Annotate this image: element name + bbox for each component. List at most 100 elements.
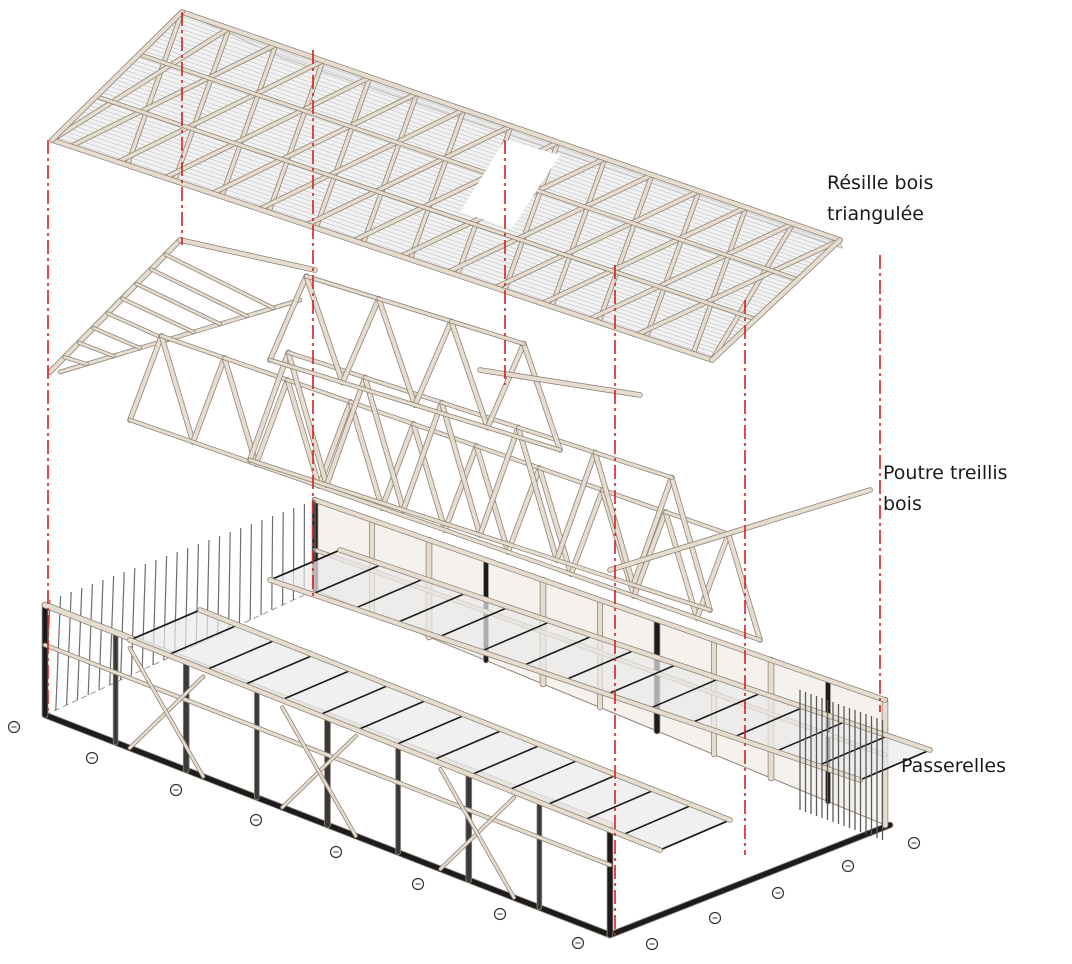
truss-row-front-web-up-face <box>128 334 164 422</box>
truss-row-back-top-chord-face <box>449 319 526 346</box>
roof-diagonal-a-face <box>361 91 419 246</box>
truss-row-front-web-up-face <box>443 444 479 532</box>
truss-row-back-web-up-face <box>268 274 309 362</box>
walkway-deck-front-joist <box>394 714 466 746</box>
roof-hatch <box>110 82 770 307</box>
roof-eave-beam-face <box>50 138 714 362</box>
truss-header-beam-face <box>478 368 642 397</box>
walkway-deck-front-joist <box>621 804 693 836</box>
walkway-deck-front-joist <box>318 684 390 716</box>
walkway-deck-back-joist <box>396 592 467 624</box>
left-wall-slat <box>87 583 93 696</box>
truss-row-middle-web-up-face <box>478 425 521 537</box>
front-brace-x-0-face <box>128 646 205 778</box>
roof-diagonal-b-face <box>257 107 466 211</box>
roof-diagonal-a-face <box>172 26 231 183</box>
roof-diagonal-b-face <box>210 91 419 196</box>
truss-row-front-web-down-face <box>537 466 573 576</box>
roof-hatch <box>142 50 802 277</box>
roof-hatch <box>81 110 741 334</box>
roof-skylight-opening <box>460 140 560 228</box>
gable-truss-web-face <box>135 282 222 326</box>
roof-diagonal-a-face <box>219 42 278 199</box>
truss-row-front-web-up-face <box>191 356 227 444</box>
walkway-deck-back-joist <box>691 692 762 724</box>
roof-diagonal-b-face <box>540 205 748 306</box>
roof-timber-lattice <box>49 9 843 363</box>
left-wall-slat <box>271 515 274 611</box>
walkway-deck-back-edge-beam-back-face <box>338 548 932 752</box>
gable-truss-web-face <box>92 326 142 350</box>
walkway-deck-front-joist <box>546 774 617 806</box>
truss-row-front-top-chord-face <box>349 400 415 426</box>
truss-row-middle-top-chord-face <box>593 451 674 479</box>
walkway-deck-back-joist <box>648 677 720 710</box>
walkway-deck-front-joist <box>508 759 579 791</box>
left-wall-slat <box>55 595 62 711</box>
gable-truss-web-face <box>77 341 115 358</box>
roof-hatch <box>94 98 754 322</box>
gable-truss-web-face <box>63 356 88 366</box>
roof-diagonal-a-face <box>314 75 372 230</box>
walkway-deck-back-joist <box>269 549 341 581</box>
truss-row-front-web-up-face <box>695 532 731 620</box>
label-truss-line2: bois <box>883 493 922 515</box>
truss-row-middle-web-down-face <box>286 350 329 487</box>
red-alignment-axes <box>47 12 881 935</box>
left-wall-slat <box>98 579 104 691</box>
roof-diagonal-a-face <box>125 10 184 167</box>
roof-hatch <box>165 27 825 256</box>
roof-diagonal-a-face <box>710 221 795 362</box>
walkway-deck-back-joist <box>564 649 636 681</box>
roof-diagonal-b-face <box>50 26 231 142</box>
walkway-deck-front-joist <box>432 729 504 761</box>
truss-row-back-bottom-chord-face <box>268 358 562 452</box>
roof-hatch <box>162 30 821 259</box>
roof-hatch <box>87 104 748 328</box>
roof-diagonal-b-face <box>163 75 372 180</box>
truss-row-back-web-up-face <box>340 296 381 385</box>
left-wall-slat <box>249 523 252 621</box>
truss-row-front-top-chord-face <box>412 422 478 448</box>
roof-diagonal-b-face <box>493 189 701 290</box>
roof-hatch <box>84 107 745 331</box>
truss-row-back-web-up-face <box>413 319 454 407</box>
roof-diagonal-b-face <box>634 238 842 337</box>
truss-row-front-bottom-chord-face <box>128 418 762 642</box>
roof-hatch <box>90 101 751 325</box>
truss-row-back-top-chord-face <box>304 274 381 301</box>
gable-truss-web-face <box>149 268 248 318</box>
walkway-deck-back-joist <box>353 577 425 610</box>
truss-row-front-top-chord-face <box>160 334 226 360</box>
walkway-deck-front-edge-beam-back-face <box>198 608 732 822</box>
roof-diagonal-a-face <box>644 189 701 340</box>
left-wall-slat <box>130 567 136 676</box>
roof-hatch <box>116 75 777 301</box>
walkway-deck-front-joist <box>470 744 542 776</box>
left-wall-slat <box>141 563 146 671</box>
left-wall-slat <box>260 519 263 616</box>
truss-row-back-web-down-face <box>449 319 490 430</box>
walkway-deck-front-joist <box>167 624 239 656</box>
walkway-deck-front-edge-beam-face <box>128 638 662 852</box>
left-wall-slat <box>66 591 72 706</box>
truss-row-middle-bottom-chord-face <box>248 458 712 612</box>
left-wall-slat <box>228 531 231 631</box>
truss-row-front-web-up-face <box>632 510 668 598</box>
left-wall-slat <box>120 571 125 681</box>
roof-diagonal-b-face <box>69 42 278 149</box>
truss-row-front-web-down-face <box>411 422 447 532</box>
truss-row-middle-web-up-face <box>324 375 367 487</box>
gable-truss-web-face <box>120 297 195 334</box>
truss-row-front-web-up-face <box>380 422 416 510</box>
walkway-deck-back-joist <box>522 634 594 667</box>
roof-hatch <box>168 24 828 253</box>
label-roof-line1: Résille bois <box>827 172 934 194</box>
roof-diagonal-b-face <box>304 124 513 227</box>
back-wall-top-rail-face <box>313 498 887 702</box>
roof-hatch <box>55 136 716 358</box>
roof-hatch <box>107 85 767 310</box>
